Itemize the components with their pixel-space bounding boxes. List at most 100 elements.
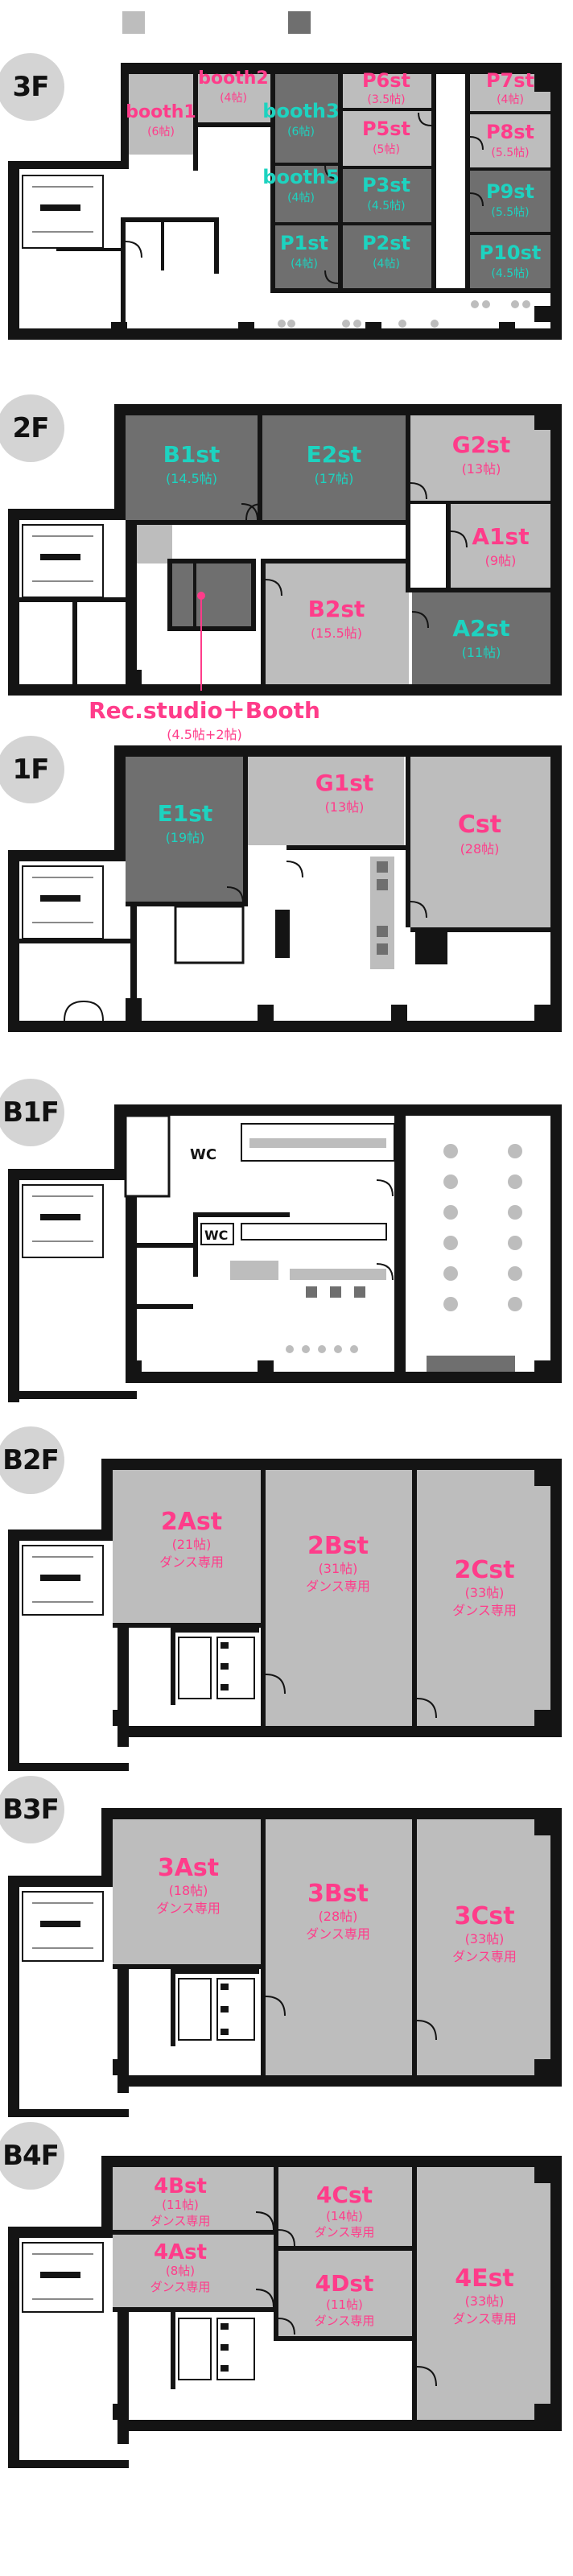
room-size-booth5: (4帖) <box>287 192 315 204</box>
room-note-4a: ダンス専用 <box>150 2280 211 2294</box>
room-note-2a: ダンス専用 <box>159 1554 224 1570</box>
room-label-4b: 4Bst <box>154 2174 207 2198</box>
room-size-4a: (8帖) <box>166 2264 195 2278</box>
room-label-booth1: booth1 <box>126 102 196 122</box>
room-size-2b: (31帖) <box>319 1561 358 1576</box>
room-b2 <box>266 564 409 684</box>
room-size-p6: (3.5帖) <box>367 93 405 106</box>
rec-studio-label: Rec.studio＋Booth <box>89 697 320 724</box>
room-label-booth3: booth3 <box>262 100 339 122</box>
room-size-p2: (4帖) <box>373 258 400 270</box>
room-size-p5: (5帖) <box>373 143 400 156</box>
room-e2 <box>262 415 406 520</box>
room-p10 <box>470 235 550 288</box>
room-note-2c: ダンス専用 <box>452 1603 517 1618</box>
room-3c <box>417 1819 550 2075</box>
room-size-3a: (18帖) <box>169 1883 208 1898</box>
room-size-2a: (21帖) <box>172 1537 212 1552</box>
room-4d <box>278 2251 412 2336</box>
room-size-e1: (19帖) <box>166 830 205 845</box>
room-e1 <box>126 757 248 903</box>
room-lounge <box>406 1116 550 1372</box>
room-label-g1: G1st <box>315 770 374 796</box>
room-booth2 <box>198 74 272 122</box>
room-size-g1: (13帖) <box>325 799 365 815</box>
room-label-p10: P10st <box>480 242 542 264</box>
room-label-p3: P3st <box>362 174 410 196</box>
floor-b3f-plan: 3Ast (18帖) ダンス専用 3Bst (28帖) ダンス専用 3Cst (… <box>8 1808 562 2117</box>
floor-badge-b1f: B1F <box>0 1079 64 1146</box>
room-size-booth3: (6帖) <box>287 126 315 138</box>
room-2c <box>417 1470 550 1726</box>
rec-studio-size: (4.5帖+2帖) <box>167 727 242 742</box>
room-c <box>410 757 550 927</box>
room-note-3a: ダンス専用 <box>156 1901 221 1916</box>
room-2b <box>266 1470 412 1726</box>
room-p2 <box>343 225 431 288</box>
room-label-p7: P7st <box>486 69 534 92</box>
room-rec <box>172 564 253 626</box>
room-label-4a: 4Ast <box>154 2240 207 2264</box>
room-booth1 <box>129 74 193 155</box>
room-label-e2: E2st <box>307 441 362 468</box>
room-note-4d: ダンス専用 <box>315 2314 375 2328</box>
room-4e <box>417 2167 550 2420</box>
room-label-4c: 4Cst <box>316 2182 373 2208</box>
floor-badge-b2f: B2F <box>0 1426 64 1494</box>
room-size-4b: (11帖) <box>162 2198 199 2212</box>
room-label-e1: E1st <box>158 800 213 827</box>
room-label-p6: P6st <box>362 69 410 92</box>
room-size-p1: (4帖) <box>291 258 318 270</box>
floor-badge-b3f: B3F <box>0 1776 64 1843</box>
room-size-a2: (11帖) <box>462 645 501 660</box>
room-label-p1: P1st <box>280 232 328 254</box>
room-label-a2: A2st <box>452 615 509 642</box>
room-a2 <box>412 592 550 684</box>
room-p6 <box>343 74 431 108</box>
room-label-4d: 4Dst <box>315 2270 374 2297</box>
room-label-3c: 3Cst <box>454 1902 514 1930</box>
floor-badge-b4f: B4F <box>0 2122 64 2190</box>
wc-label-lower: WC <box>204 1228 228 1243</box>
floor-b4f-plan: 4Bst (11帖) ダンス専用 4Ast (8帖) ダンス専用 4Cst (1… <box>8 2156 562 2468</box>
room-booth3 <box>275 74 338 163</box>
room-label-3b: 3Bst <box>307 1880 369 1908</box>
floor-b1f-plan: WC WC <box>8 1104 562 1402</box>
room-note-4b: ダンス専用 <box>150 2214 211 2228</box>
legend-dark-swatch <box>288 11 311 34</box>
room-4b <box>113 2167 274 2230</box>
room-p9 <box>470 171 550 232</box>
room-label-2c: 2Cst <box>454 1556 514 1584</box>
room-size-booth2: (4帖) <box>220 92 247 105</box>
room-label-p5: P5st <box>362 118 410 140</box>
room-label-g2: G2st <box>452 431 511 458</box>
room-3b <box>266 1819 412 2075</box>
room-size-a1: (9帖) <box>485 553 517 568</box>
room-note-4c: ダンス専用 <box>315 2225 375 2240</box>
room-2a <box>113 1470 261 1623</box>
room-b1 <box>126 415 258 520</box>
room-size-b2: (15.5帖) <box>311 625 362 641</box>
room-size-p10: (4.5帖) <box>491 267 529 280</box>
room-size-4c: (14帖) <box>326 2209 363 2223</box>
room-label-p8: P8st <box>486 121 534 143</box>
floor-b2f-plan: 2Ast (21帖) ダンス専用 2Bst (31帖) ダンス専用 2Cst (… <box>8 1459 562 1771</box>
room-label-a1: A1st <box>472 523 529 550</box>
room-label-2a: 2Ast <box>161 1508 222 1536</box>
room-size-b1: (14.5帖) <box>166 471 217 486</box>
room-size-p7: (4帖) <box>497 93 524 106</box>
room-size-3c: (33帖) <box>465 1931 505 1946</box>
room-p3 <box>343 169 431 222</box>
room-label-3a: 3Ast <box>158 1854 219 1882</box>
room-label-b2: B2st <box>308 596 365 622</box>
room-size-e2: (17帖) <box>315 471 354 486</box>
room-label-2b: 2Bst <box>307 1532 369 1560</box>
room-size-p3: (4.5帖) <box>367 200 405 213</box>
room-label-4e: 4Est <box>455 2264 514 2293</box>
floor-badge-2f: 2F <box>0 394 64 462</box>
wc-label-upper: WC <box>190 1146 216 1163</box>
room-size-c: (28帖) <box>460 841 500 857</box>
room-3a <box>113 1819 261 1964</box>
room-size-p9: (5.5帖) <box>491 206 529 219</box>
